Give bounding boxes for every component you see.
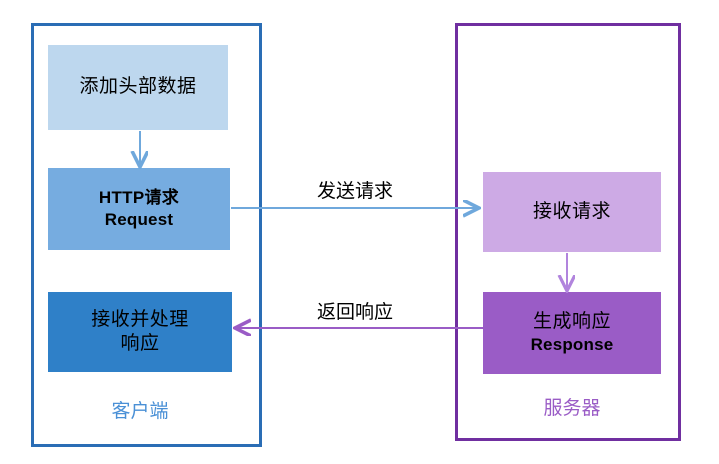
box-http-request[interactable]: HTTP请求 Request <box>48 168 230 250</box>
arrow-label-send-request: 发送请求 <box>316 181 393 202</box>
box-add-header-data[interactable]: 添加头部数据 <box>48 45 228 130</box>
box-http-request-label-en: Request <box>104 210 174 229</box>
box-generate-response-label-en: Response <box>530 335 614 355</box>
box-generate-response[interactable]: 生成响应 Response <box>483 292 661 374</box>
box-add-header-label: 添加头部数据 <box>79 76 197 98</box>
box-receive-request[interactable]: 接收请求 <box>483 172 661 252</box>
box-handle-response-label-line1: 接收并处理 <box>91 308 189 330</box>
server-panel-label: 服务器 <box>543 398 601 419</box>
box-handle-response[interactable]: 接收并处理 响应 <box>48 292 232 372</box>
box-http-request-label-cn: HTTP请求 <box>98 188 180 208</box>
box-generate-response-label-cn: 生成响应 <box>532 310 611 332</box>
box-handle-response-label-line2: 响应 <box>120 333 160 354</box>
box-receive-request-label: 接收请求 <box>532 200 611 222</box>
arrow-label-return-response: 返回响应 <box>316 302 393 323</box>
client-panel-label: 客户端 <box>111 401 169 422</box>
